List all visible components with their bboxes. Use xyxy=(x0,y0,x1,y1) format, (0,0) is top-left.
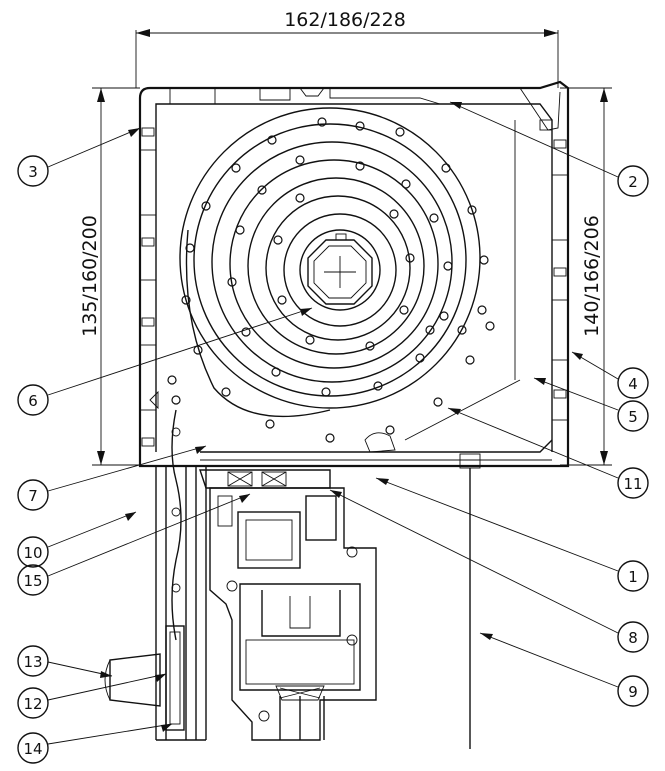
crank-handle xyxy=(104,625,185,731)
callout-7: 7 xyxy=(17,479,49,511)
left-height-dimension: 135/160/200 xyxy=(79,87,140,466)
callout-14: 14 xyxy=(17,732,49,764)
callout-14-label: 14 xyxy=(23,740,42,758)
callout-3-label: 3 xyxy=(28,163,38,181)
callout-4: 4 xyxy=(617,367,649,399)
callout-7-label: 7 xyxy=(28,487,38,505)
callout-10: 10 xyxy=(17,536,49,568)
callout-13-label: 13 xyxy=(23,653,42,671)
shutter-box-housing xyxy=(138,80,570,469)
callout-15-label: 15 xyxy=(23,572,42,590)
callout-11-label: 11 xyxy=(623,475,642,493)
bottom-profile xyxy=(200,120,553,469)
slat-hooks xyxy=(167,117,495,443)
callout-10-label: 10 xyxy=(23,544,42,562)
octagonal-shaft xyxy=(307,233,373,305)
width-dimension: 162/186/228 xyxy=(135,9,559,88)
leader-lines xyxy=(47,101,619,745)
callout-5: 5 xyxy=(617,400,649,432)
callout-8: 8 xyxy=(617,621,649,653)
guide-rail xyxy=(149,390,207,741)
callout-6: 6 xyxy=(17,384,49,416)
callout-1-label: 1 xyxy=(628,568,638,586)
right-height-dimension: 140/166/206 xyxy=(560,87,612,466)
callout-5-label: 5 xyxy=(628,408,638,426)
callout-6-label: 6 xyxy=(28,392,38,410)
callout-15: 15 xyxy=(17,564,49,596)
top-profile-details xyxy=(169,87,561,131)
coiled-shutter xyxy=(167,107,495,443)
right-wall-ribs xyxy=(552,139,568,421)
callout-12-label: 12 xyxy=(23,695,42,713)
callout-1: 1 xyxy=(617,560,649,592)
callout-9: 9 xyxy=(617,675,649,707)
callout-13: 13 xyxy=(17,645,49,677)
callout-2-label: 2 xyxy=(628,173,638,191)
left-wall-ribs xyxy=(140,127,156,447)
right-height-dimension-label: 140/166/206 xyxy=(581,215,603,337)
left-height-dimension-label: 135/160/200 xyxy=(79,215,101,337)
callout-9-label: 9 xyxy=(628,683,638,701)
callout-4-label: 4 xyxy=(628,375,638,393)
callout-11: 11 xyxy=(617,467,649,499)
callout-2: 2 xyxy=(617,165,649,197)
callout-3: 3 xyxy=(17,155,49,187)
window-frame-profile xyxy=(199,469,377,741)
callout-8-label: 8 xyxy=(628,629,638,647)
callout-12: 12 xyxy=(17,687,49,719)
width-dimension-label: 162/186/228 xyxy=(284,9,406,31)
